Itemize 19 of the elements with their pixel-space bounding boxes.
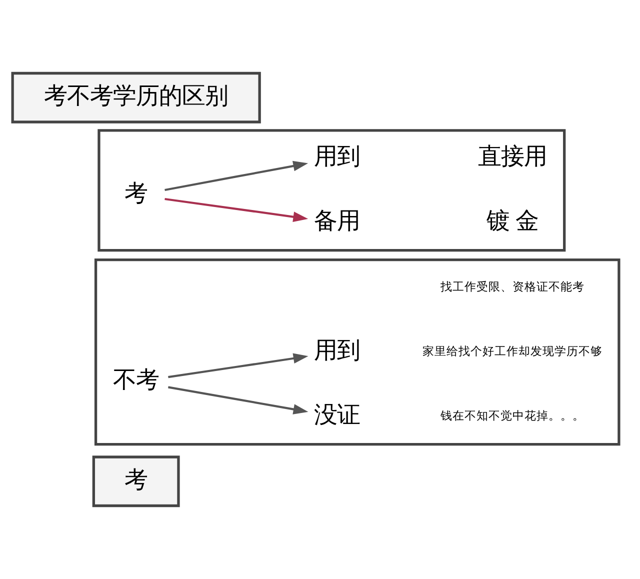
node-text: 备用 (314, 208, 360, 235)
arrow (164, 160, 308, 192)
cluster (94, 258, 620, 446)
arrow (168, 353, 308, 378)
node-box: 考不考学历的区别 (11, 72, 261, 124)
node-text: 考 (124, 181, 148, 208)
node-text: 直接用 (478, 144, 547, 170)
node-text: 用到 (314, 338, 360, 364)
node-text: 找工作受限、资格证不能考 (440, 279, 584, 294)
node-box: 考 (92, 456, 180, 508)
node-text: 不考 (113, 368, 160, 394)
arrow (168, 386, 308, 414)
node-text: 用到 (314, 144, 360, 170)
node-text: 镀 金 (486, 208, 538, 235)
node-text: 钱在不知不觉中花掉。。。 (440, 408, 584, 423)
node-text: 没证 (314, 402, 360, 429)
arrow (164, 198, 308, 222)
cluster (98, 129, 566, 252)
node-text: 家里给找个好工作却发现学历不够 (422, 344, 602, 358)
